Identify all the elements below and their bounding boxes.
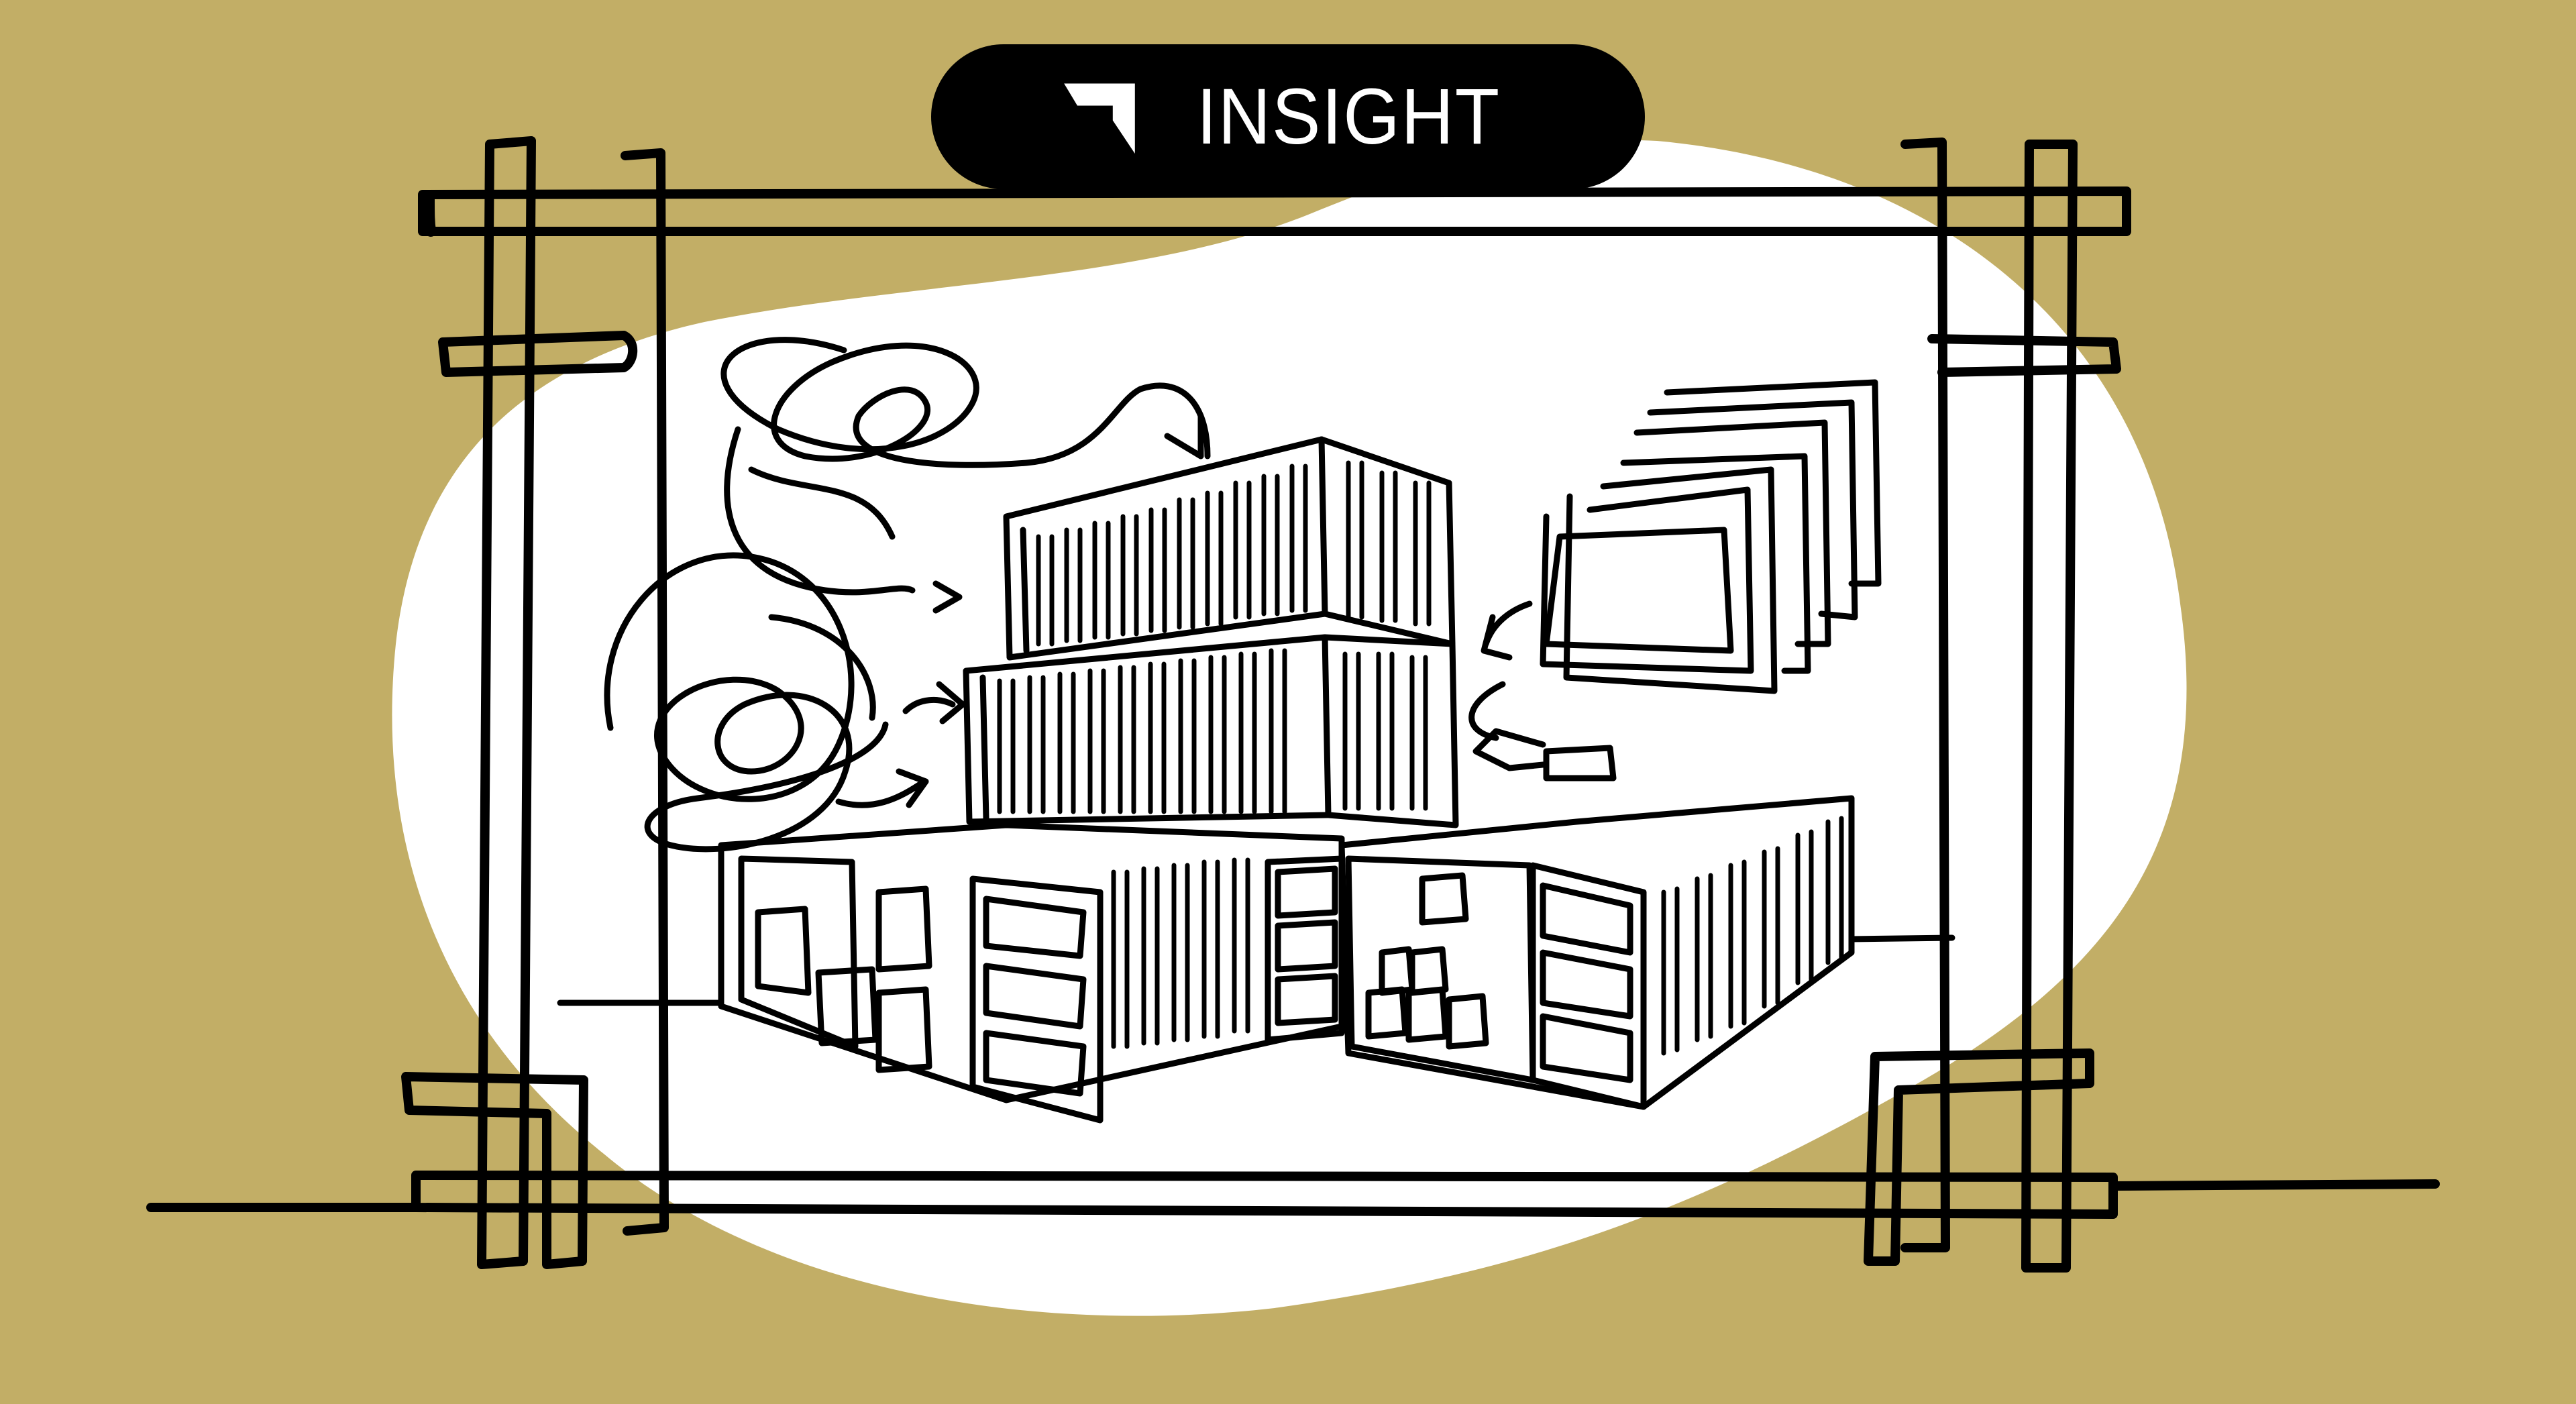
open-container-left-with-boxes [557, 822, 1345, 1124]
white-blob-background [392, 140, 2187, 1316]
tangled-scribble-left [604, 552, 966, 853]
tangled-scribble-top [720, 337, 1211, 614]
stacked-container-middle [963, 634, 1459, 828]
hand-drawn-frame [146, 136, 2440, 1273]
corner-arrow-logo-icon [1063, 83, 1135, 154]
insight-badge: INSIGHT [931, 44, 1645, 189]
stacked-layers [1468, 379, 1882, 781]
badge-label: INSIGHT [1196, 72, 1501, 161]
open-container-right-with-boxes [1338, 795, 1955, 1110]
stacked-container-top [1003, 436, 1456, 661]
